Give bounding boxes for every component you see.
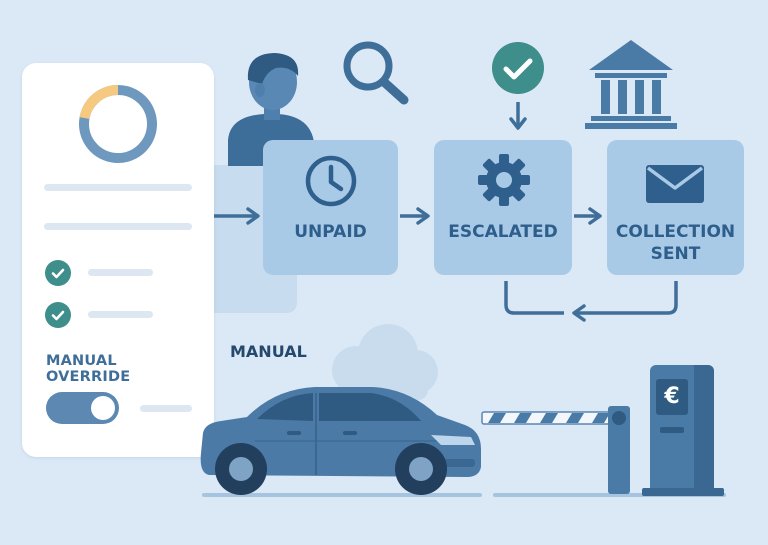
flow-step-label: COLLECTION [615, 222, 736, 242]
manual-override-label: MANUAL OVERRIDE [46, 353, 131, 385]
donut-chart-icon [79, 84, 157, 163]
feedback-loop-arrow [504, 281, 678, 322]
flow-step-label: UNPAID [294, 222, 367, 242]
flow-step-unpaid[interactable]: UNPAID [263, 140, 398, 275]
ground-line [493, 493, 726, 497]
gear-icon [478, 154, 530, 206]
manual-override-toggle[interactable] [46, 392, 119, 424]
placeholder-line [140, 405, 192, 412]
flow-arrow [574, 207, 602, 225]
manual-label: MANUAL [230, 342, 307, 361]
flow-step-collection-sent[interactable]: COLLECTION SENT [607, 140, 744, 275]
placeholder-line [44, 223, 192, 230]
barrier-gate-icon [481, 406, 630, 494]
flow-step-label: ESCALATED [448, 222, 558, 242]
search-icon [343, 41, 409, 105]
placeholder-line [44, 184, 192, 191]
car-icon [200, 387, 481, 495]
kiosk-side [694, 365, 714, 495]
envelope-icon [646, 165, 704, 203]
cloud-icon [332, 324, 438, 400]
clock-icon [305, 155, 357, 207]
payment-kiosk[interactable]: € [650, 365, 714, 495]
settings-panel: MANUAL OVERRIDE [22, 63, 214, 457]
ground-line [202, 493, 482, 497]
bank-icon [585, 40, 677, 129]
kiosk-base [642, 488, 724, 496]
flow-step-escalated[interactable]: ESCALATED [434, 140, 572, 275]
toggle-knob [91, 396, 115, 420]
flow-step-label: SENT [650, 244, 701, 264]
placeholder-line [88, 311, 153, 318]
kiosk-screen: € [656, 379, 688, 415]
flow-arrow [214, 207, 260, 225]
checkmark-icon[interactable] [45, 302, 71, 328]
checkmark-icon[interactable] [45, 260, 71, 286]
euro-symbol: € [664, 384, 680, 409]
card-slot[interactable] [660, 427, 684, 433]
placeholder-line [88, 269, 153, 276]
flow-arrow [400, 207, 430, 225]
approved-check-icon [492, 42, 544, 130]
